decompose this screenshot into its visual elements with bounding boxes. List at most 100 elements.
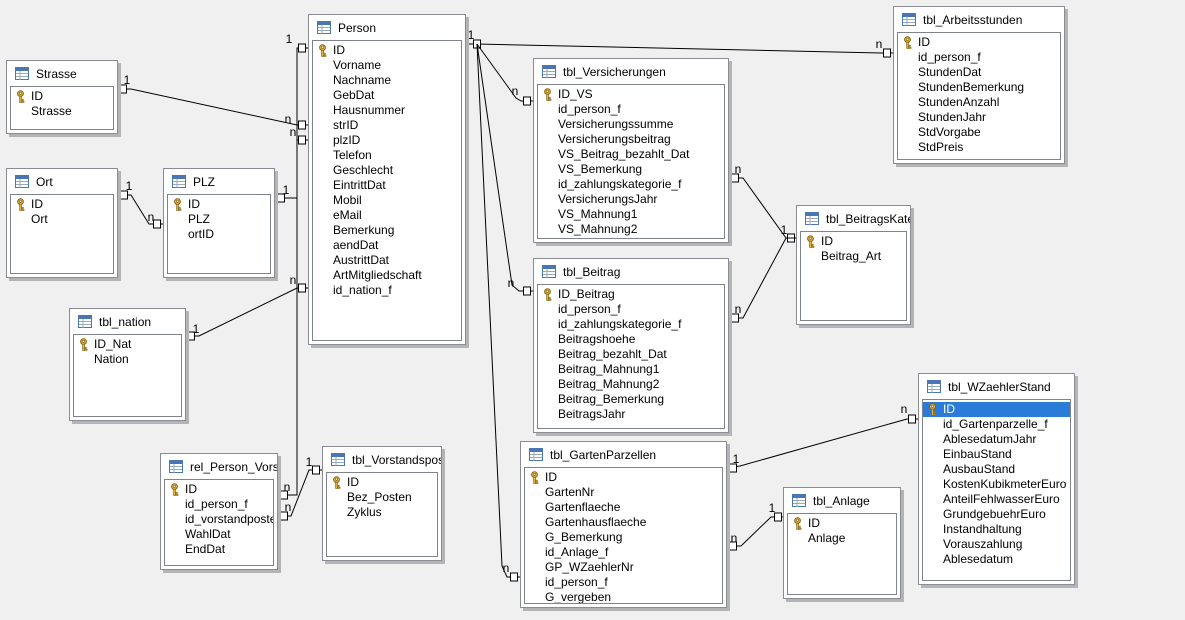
field-row[interactable]: aendDat	[313, 238, 461, 253]
field-row[interactable]: plzID	[313, 133, 461, 148]
field-row[interactable]: WahlDat	[165, 527, 273, 542]
field-row[interactable]: VS_Mahnung2	[538, 222, 724, 237]
field-row[interactable]: ID_VS	[538, 87, 724, 102]
relationship-line-person-arbeitsstunden[interactable]	[466, 43, 893, 54]
field-row[interactable]: Beitrag_Mahnung1	[538, 362, 724, 377]
field-row[interactable]: GartenNr	[525, 485, 722, 500]
field-row[interactable]: Bemerkung	[313, 223, 461, 238]
table-header[interactable]: tbl_Anlage	[784, 488, 900, 513]
field-row[interactable]: KostenKubikmeterEuro	[923, 477, 1070, 492]
field-row[interactable]: ID	[788, 516, 896, 531]
table-header[interactable]: tbl_Beitrag	[534, 259, 728, 284]
field-row[interactable]: VS_Mahnung1	[538, 207, 724, 222]
field-row[interactable]: ID	[11, 197, 113, 212]
field-row[interactable]: PLZ	[168, 212, 270, 227]
field-row[interactable]: id_Gartenparzelle_f	[923, 417, 1070, 432]
relationship-line-person-beitrag[interactable]	[476, 43, 533, 292]
field-row[interactable]: VS_Beitrag_bezahlt_Dat	[538, 147, 724, 162]
field-row[interactable]: Gartenflaeche	[525, 500, 722, 515]
field-row[interactable]: AustrittDat	[313, 253, 461, 268]
field-row[interactable]: id_person_f	[538, 302, 724, 317]
field-row[interactable]: id_Anlage_f	[525, 545, 722, 560]
field-row[interactable]: EinbauStand	[923, 447, 1070, 462]
table-rel-person-vorstand[interactable]: rel_Person_VorstaIDid_person_fid_vorstan…	[160, 453, 278, 570]
field-row[interactable]: GP_WZaehlerNr	[525, 560, 722, 575]
relationship-line-plz-person[interactable]	[275, 139, 308, 199]
field-row[interactable]: Vorauszahlung	[923, 537, 1070, 552]
field-row[interactable]: StundenBemerkung	[898, 80, 1060, 95]
field-row[interactable]: Mobil	[313, 193, 461, 208]
field-row[interactable]: Gartenhausflaeche	[525, 515, 722, 530]
relationship-line-gartenparzellen-wzaehlerstand[interactable]	[726, 418, 918, 469]
field-row[interactable]: GebDat	[313, 88, 461, 103]
field-row[interactable]: Beitragshoehe	[538, 332, 724, 347]
field-row[interactable]: Nation	[74, 352, 181, 367]
field-row[interactable]: ID	[923, 402, 1070, 417]
table-header[interactable]: Ort	[7, 169, 117, 194]
field-row[interactable]: Geschlecht	[313, 163, 461, 178]
field-row[interactable]: id_person_f	[898, 50, 1060, 65]
field-row[interactable]: Beitrag_Mahnung2	[538, 377, 724, 392]
field-row[interactable]: ID	[313, 43, 461, 58]
field-row[interactable]: Strasse	[11, 104, 113, 119]
field-row[interactable]: id_zahlungskategorie_f	[538, 317, 724, 332]
field-row[interactable]: id_nation_f	[313, 283, 461, 298]
table-header[interactable]: tbl_GartenParzellen	[521, 442, 726, 467]
relationship-line-person-relvorstand[interactable]	[278, 47, 308, 496]
field-row[interactable]: Telefon	[313, 148, 461, 163]
field-row[interactable]: id_vorstandposte	[165, 512, 273, 527]
field-row[interactable]: id_zahlungskategorie_f	[538, 177, 724, 192]
table-header[interactable]: tbl_WZaehlerStand	[919, 374, 1074, 399]
field-row[interactable]: eMail	[313, 208, 461, 223]
field-row[interactable]: StdPreis	[898, 140, 1060, 155]
field-row[interactable]: Ort	[11, 212, 113, 227]
table-beitragskateg[interactable]: tbl_BeitragsKategIDBeitrag_Art	[796, 205, 911, 325]
field-row[interactable]: Nachname	[313, 73, 461, 88]
table-header[interactable]: rel_Person_Vorsta	[161, 454, 277, 479]
field-row[interactable]: id_person_f	[165, 497, 273, 512]
field-row[interactable]: Vorname	[313, 58, 461, 73]
field-row[interactable]: Bez_Posten	[327, 490, 437, 505]
field-row[interactable]: Beitrag_Bemerkung	[538, 392, 724, 407]
field-row[interactable]: EintrittDat	[313, 178, 461, 193]
field-row[interactable]: Ablesedatum	[923, 552, 1070, 567]
field-row[interactable]: Anlage	[788, 531, 896, 546]
field-row[interactable]: Versicherungssumme	[538, 117, 724, 132]
field-row[interactable]: Versicherungsbeitrag	[538, 132, 724, 147]
table-header[interactable]: tbl_Vorstandspos	[323, 447, 441, 472]
field-row[interactable]: BeitragsJahr	[538, 407, 724, 422]
field-row[interactable]: EndDat	[165, 542, 273, 557]
field-row[interactable]: ID	[327, 475, 437, 490]
field-row[interactable]: ortID	[168, 227, 270, 242]
field-row[interactable]: Instandhaltung	[923, 522, 1070, 537]
field-row[interactable]: G_vergeben	[525, 590, 722, 603]
field-row[interactable]: ArtMitgliedschaft	[313, 268, 461, 283]
table-header[interactable]: PLZ	[164, 169, 274, 194]
field-row[interactable]: AblesedatumJahr	[923, 432, 1070, 447]
field-row[interactable]: Beitrag_bezahlt_Dat	[538, 347, 724, 362]
field-row[interactable]: ID	[168, 197, 270, 212]
table-header[interactable]: tbl_BeitragsKateg	[797, 206, 910, 231]
field-row[interactable]: G_Bemerkung	[525, 530, 722, 545]
field-row[interactable]: GrundgebuehrEuro	[923, 507, 1070, 522]
field-row[interactable]: VersicherungsJahr	[538, 192, 724, 207]
field-row[interactable]: ID	[165, 482, 273, 497]
relationship-line-person-gartenparzellen[interactable]	[476, 43, 520, 578]
relationship-line-nation-person[interactable]	[185, 287, 308, 337]
field-row[interactable]: StundenDat	[898, 65, 1060, 80]
field-row[interactable]: AnteilFehlwasserEuro	[923, 492, 1070, 507]
table-header[interactable]: tbl_Arbeitsstunden	[894, 7, 1064, 32]
table-header[interactable]: Person	[309, 15, 465, 40]
table-header[interactable]: tbl_nation	[70, 309, 185, 334]
